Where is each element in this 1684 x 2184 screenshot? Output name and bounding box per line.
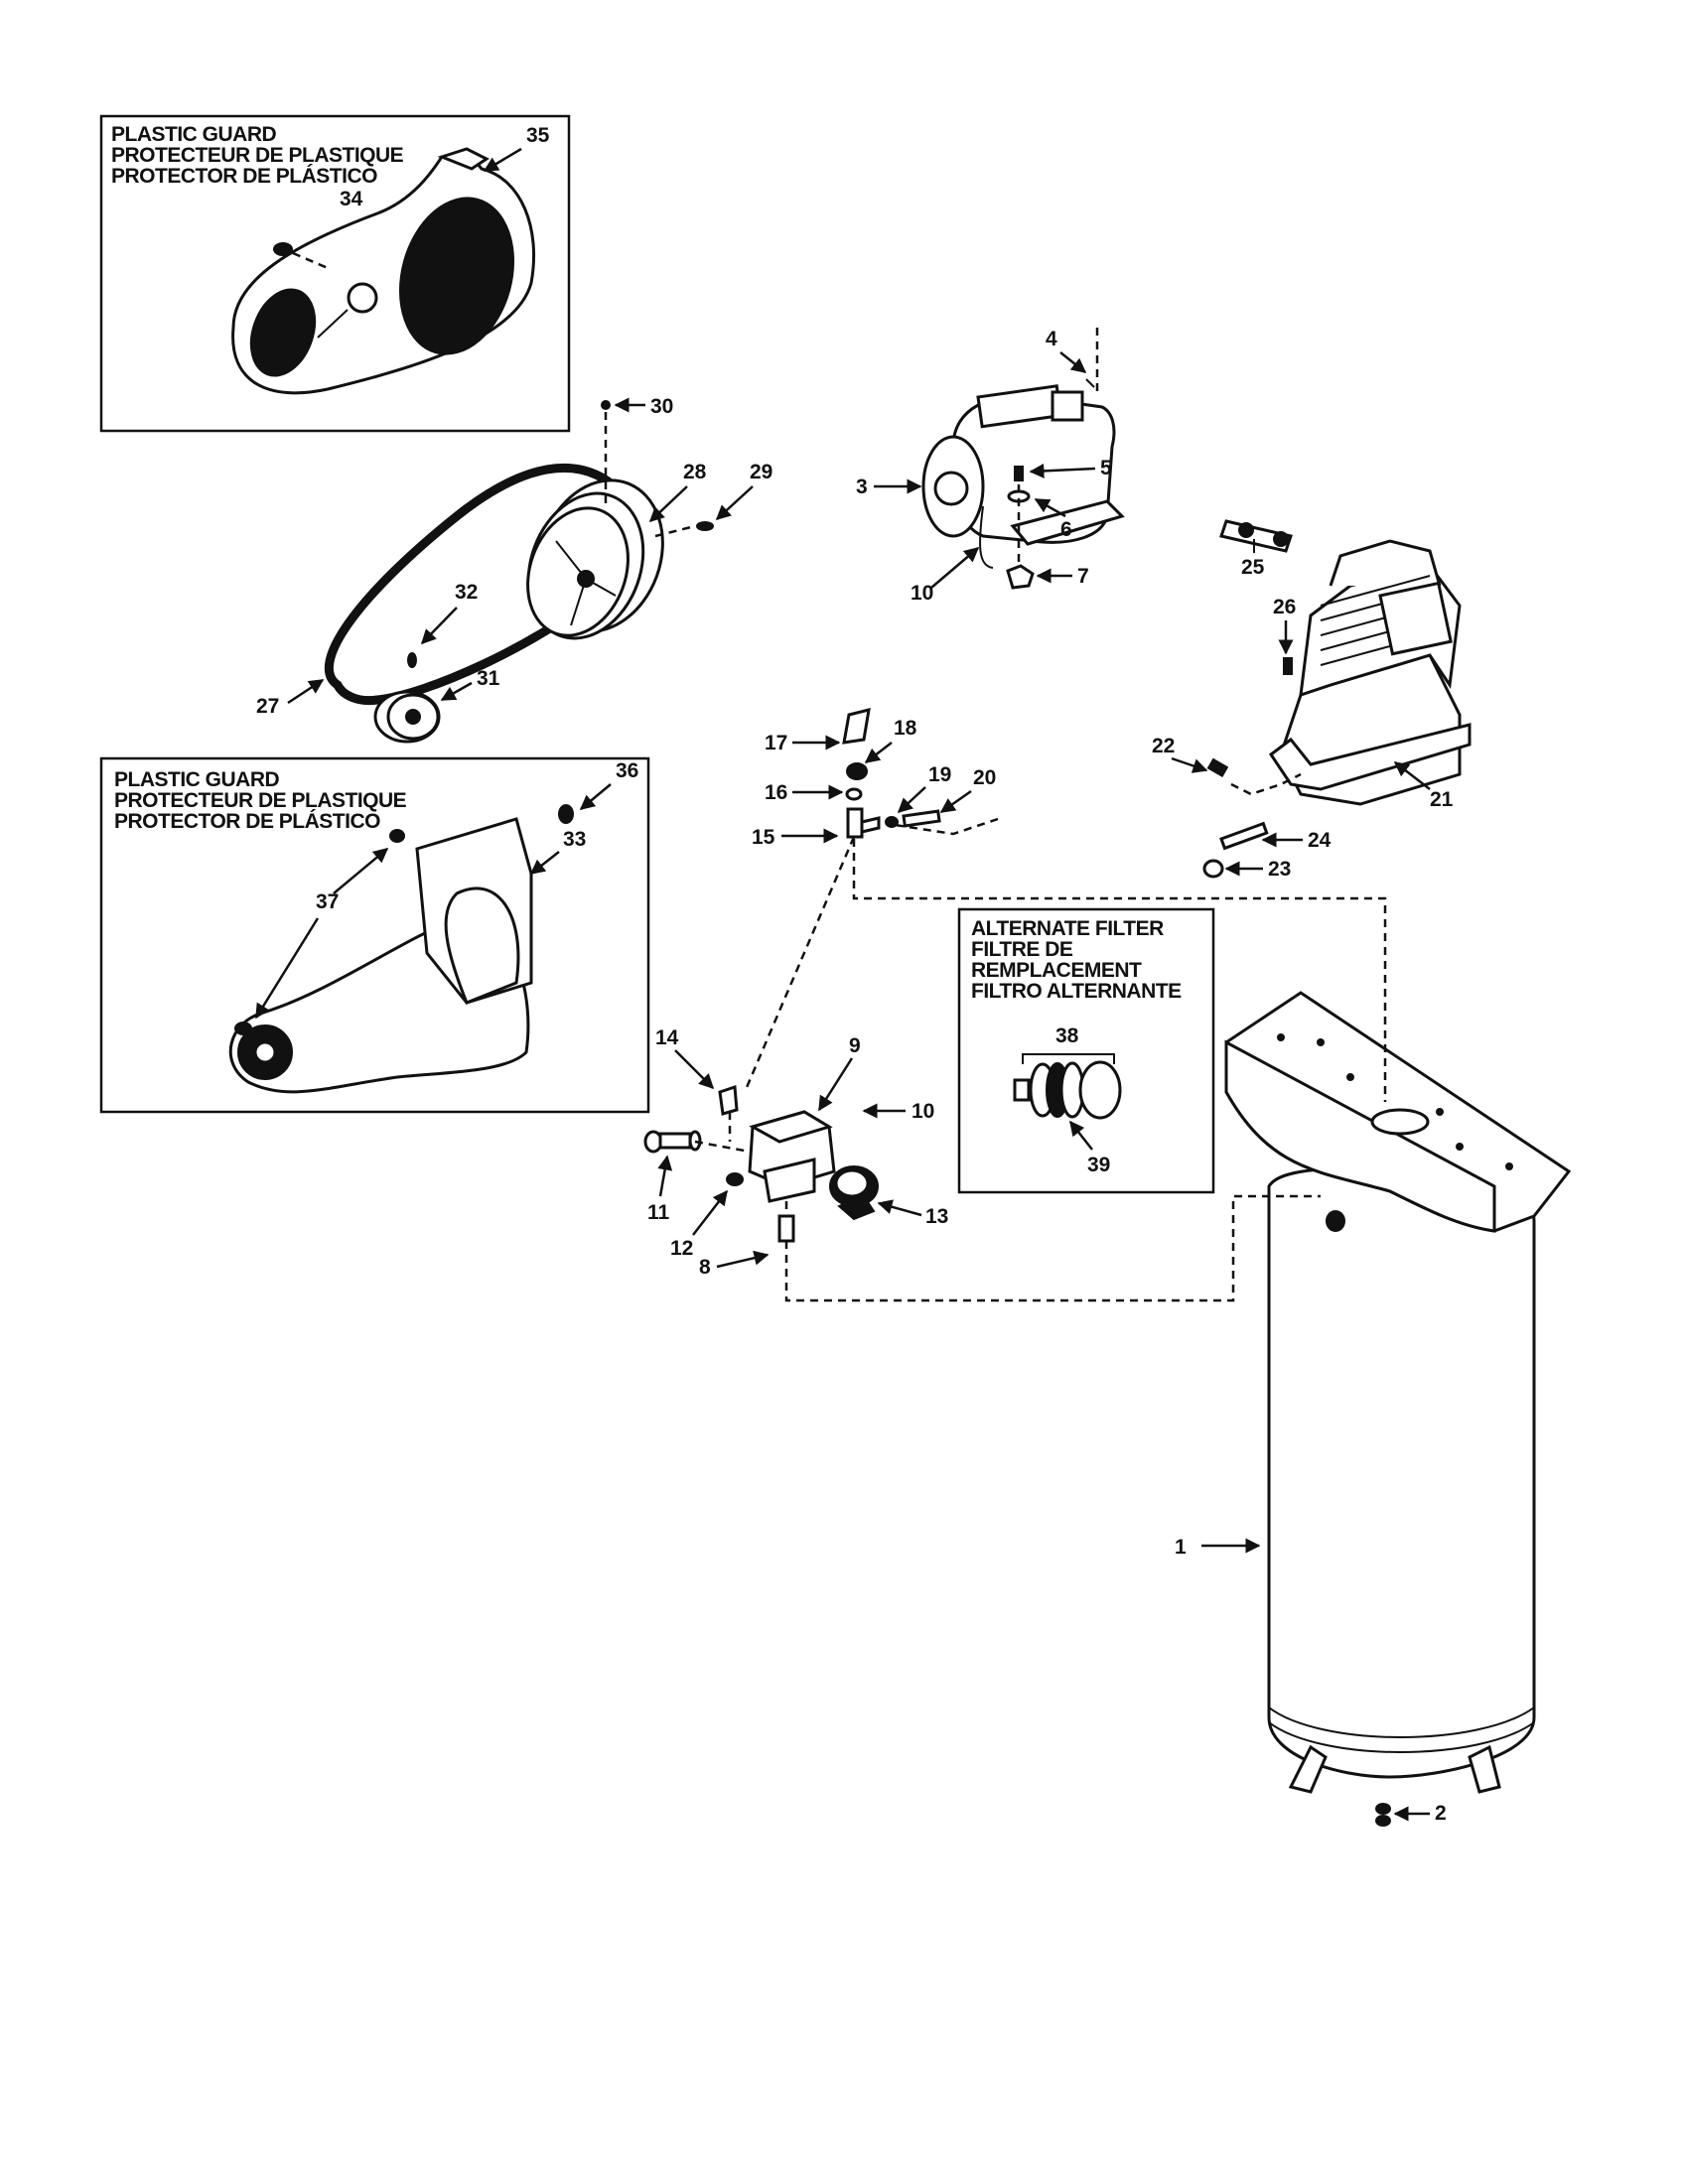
air-tank (1267, 1166, 1536, 1794)
callout-5: 5 (1100, 457, 1112, 479)
alternate-filter-title-fr: FILTRE DE (971, 938, 1073, 961)
belt-and-pulley (324, 400, 714, 744)
callout-30: 30 (650, 395, 673, 418)
top-belt-guard (231, 147, 536, 395)
alternate-filter-inset: ALTERNATE FILTER FILTRE DE REMPLACEMENT … (957, 907, 1215, 1194)
callout-26: 26 (1273, 596, 1296, 618)
bottom-guard-inset: PLASTIC GUARD PROTECTEUR DE PLASTIQUE PR… (99, 756, 650, 1114)
callout-22: 22 (1152, 735, 1175, 757)
pressure-switch (748, 1110, 836, 1203)
callout-8: 8 (699, 1256, 711, 1279)
electric-motor (921, 328, 1125, 569)
top-guard-screw (273, 242, 329, 270)
callout-4: 4 (1046, 328, 1057, 350)
top-guard-title-fr: PROTECTEUR DE PLASTIQUE (111, 144, 404, 167)
callout-17: 17 (765, 732, 787, 754)
callout-10b: 10 (912, 1100, 934, 1123)
callout-6: 6 (1060, 518, 1072, 541)
callout-11: 11 (647, 1201, 670, 1224)
alternate-filter-title-en: ALTERNATE FILTER (971, 917, 1164, 940)
tank-drain (1375, 1803, 1391, 1827)
connection-lines (743, 817, 1387, 1302)
motor-hardware (1006, 378, 1095, 590)
top-guard-title-es: PROTECTOR DE PLÁSTICO (111, 165, 377, 188)
bottom-guard-title-es: PROTECTOR DE PLÁSTICO (114, 810, 380, 833)
callout-21: 21 (1430, 788, 1454, 811)
callout-36: 36 (616, 759, 638, 782)
callout-18: 18 (894, 717, 917, 740)
alternate-filter-frame (957, 907, 1215, 1194)
callout-10a: 10 (911, 582, 933, 605)
callout-19: 19 (928, 763, 951, 786)
bottom-guard-title-fr: PROTECTEUR DE PLASTIQUE (114, 789, 407, 812)
callout-12: 12 (670, 1237, 693, 1260)
callout-28: 28 (683, 461, 707, 483)
callout-1: 1 (1175, 1536, 1187, 1559)
callout-37: 37 (316, 890, 339, 913)
callout-27: 27 (256, 695, 279, 718)
callout-20: 20 (973, 766, 996, 789)
bottom-guard-frame (99, 756, 650, 1114)
callout-31: 31 (477, 667, 500, 690)
check-valve-fittings (842, 707, 941, 839)
bottom-guard-screw (234, 804, 574, 1035)
alternate-filter-title-es: FILTRO ALTERNANTE (971, 980, 1182, 1003)
top-guard-frame (99, 114, 571, 433)
callout-32: 32 (455, 581, 478, 604)
bolt-30 (601, 400, 611, 410)
callout-15: 15 (752, 826, 775, 849)
callout-3: 3 (856, 476, 868, 498)
callout-2: 2 (1435, 1802, 1447, 1825)
callout-9: 9 (849, 1034, 861, 1057)
alternate-filter-part (1013, 1053, 1122, 1120)
pump-hardware (1202, 519, 1302, 879)
key-29 (696, 521, 714, 531)
pressure-gauge (829, 1165, 879, 1221)
flywheel-pulley (526, 478, 664, 640)
compressor-pump (1268, 539, 1472, 806)
callout-34: 34 (340, 188, 363, 210)
callouts: 1 2 3 4 5 6 7 8 9 10 10 11 12 13 14 15 1 (254, 124, 1454, 1825)
callout-23: 23 (1268, 858, 1291, 881)
callout-29: 29 (750, 461, 772, 483)
callout-7: 7 (1077, 565, 1089, 588)
callout-24: 24 (1308, 829, 1332, 852)
callout-16: 16 (765, 781, 787, 804)
alternate-filter-title-fr2: REMPLACEMENT (971, 959, 1142, 982)
motor-pulley (373, 690, 441, 744)
bottom-belt-guard (228, 817, 533, 1094)
callout-33: 33 (563, 828, 586, 851)
callout-39: 39 (1087, 1154, 1110, 1176)
callout-25: 25 (1241, 556, 1265, 579)
top-guard-title-en: PLASTIC GUARD (111, 123, 277, 146)
callout-38: 38 (1055, 1024, 1079, 1047)
bottom-guard-title-en: PLASTIC GUARD (114, 768, 280, 791)
top-guard-inset: PLASTIC GUARD PROTECTEUR DE PLASTIQUE PR… (99, 114, 571, 433)
setscrew-32 (407, 652, 417, 668)
pump-saddle (1224, 991, 1572, 1233)
callout-13: 13 (925, 1205, 948, 1228)
callout-14: 14 (655, 1026, 679, 1049)
callout-35: 35 (526, 124, 550, 147)
